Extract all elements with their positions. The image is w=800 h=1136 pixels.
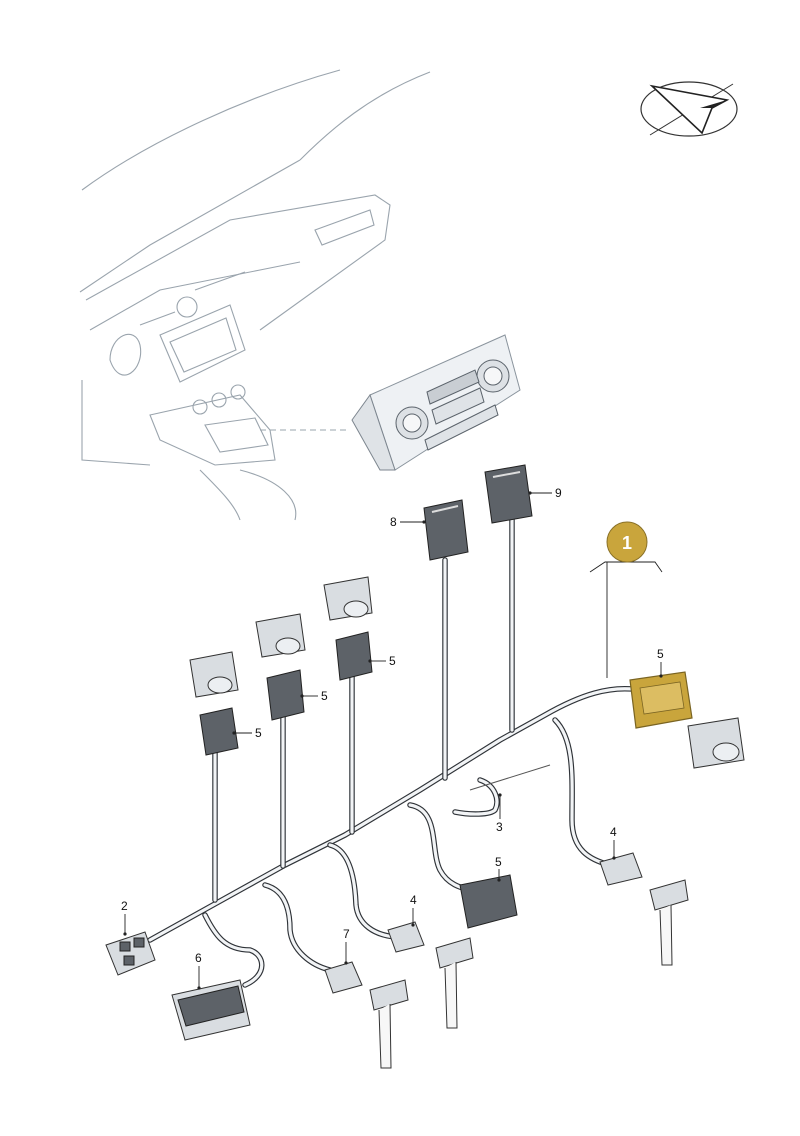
servomotor-c <box>323 576 373 621</box>
label-8: 8 <box>390 515 397 529</box>
direction-arrow-icon <box>640 81 738 137</box>
callout-1: 1 <box>589 521 663 678</box>
sensor-right <box>649 879 689 966</box>
label-2: 2 <box>121 899 128 913</box>
label-4-right: 4 <box>610 825 617 839</box>
wiring-harness <box>147 517 643 988</box>
servomotor-b <box>255 613 306 658</box>
label-6: 6 <box>195 951 202 965</box>
label-3: 3 <box>496 820 503 834</box>
connector-9 <box>484 464 533 524</box>
connector-2 <box>105 931 156 976</box>
dashboard-illustration <box>79 69 431 521</box>
sensor-left <box>369 979 409 1069</box>
label-4-left: 4 <box>410 893 417 907</box>
connector-5-bottom <box>459 874 518 929</box>
connector-4-left <box>387 921 425 953</box>
label-5-bottom: 5 <box>495 855 502 869</box>
connector-5-highlighted <box>629 671 693 729</box>
connector-8 <box>423 499 469 561</box>
part-labels: 2 6 7 4 5 4 3 5 5 5 8 9 5 <box>121 486 664 990</box>
callout-label: 1 <box>622 533 632 553</box>
label-5-b: 5 <box>321 689 328 703</box>
connector-5-b <box>266 669 305 721</box>
connector-6 <box>171 979 251 1041</box>
label-5-a: 5 <box>255 726 262 740</box>
sensor-middle <box>435 937 474 1029</box>
climate-control-panel <box>351 334 521 471</box>
label-5-c: 5 <box>389 654 396 668</box>
connector-7 <box>324 961 363 994</box>
connector-4-right <box>599 852 643 886</box>
label-7: 7 <box>343 927 350 941</box>
connector-5-c <box>335 631 373 681</box>
connector-5-a <box>199 707 239 756</box>
label-9: 9 <box>555 486 562 500</box>
label-5-highlighted: 5 <box>657 647 664 661</box>
servomotor-a <box>189 651 239 698</box>
servomotor-d <box>687 717 745 769</box>
